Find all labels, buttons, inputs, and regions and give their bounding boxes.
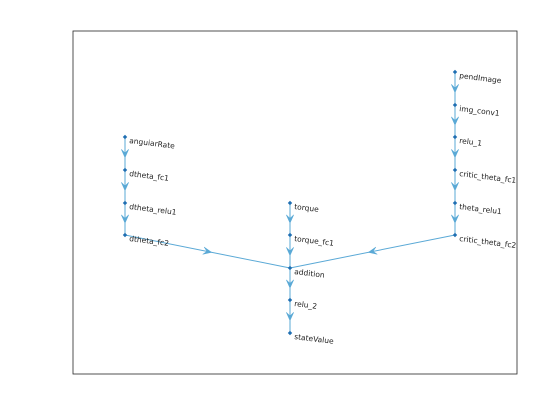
node-pendImage — [452, 69, 458, 75]
node-dtheta_fc2 — [122, 232, 128, 238]
arrowhead-theta_relu1-to-critic_theta_fc2 — [451, 214, 459, 224]
node-relu_2 — [287, 297, 293, 303]
arrowhead-critic_theta_fc1-to-theta_relu1 — [451, 182, 459, 191]
node-relu_1 — [452, 134, 458, 140]
arrowhead-torque_fc1-to-addition — [286, 247, 294, 256]
nodes-layer — [122, 69, 458, 336]
node-dtheta_fc1 — [122, 167, 128, 173]
arrowhead-critic_theta_fc2-to-addition — [368, 246, 378, 255]
arrowhead-relu_2-to-stateValue — [286, 312, 294, 321]
arrowhead-dtheta_fc2-to-addition — [202, 246, 212, 255]
arrowhead-relu_1-to-critic_theta_fc1 — [451, 149, 459, 158]
arrowhead-pendImage-to-img_conv1 — [451, 84, 459, 93]
node-label-relu_2: relu_2 — [294, 299, 318, 311]
node-theta_relu1 — [452, 200, 458, 206]
node-label-torque: torque — [294, 202, 320, 214]
axes-frame — [72, 30, 518, 375]
node-critic_theta_fc2 — [452, 232, 458, 238]
node-img_conv1 — [452, 102, 458, 108]
node-dtheta_relu1 — [122, 200, 128, 206]
node-angularRate — [122, 134, 128, 140]
arrowhead-addition-to-relu_2 — [286, 279, 294, 289]
arrowhead-angularRate-to-dtheta_fc1 — [121, 149, 129, 158]
arrowhead-img_conv1-to-relu_1 — [451, 116, 459, 126]
arrowhead-torque-to-torque_fc1 — [286, 214, 294, 224]
node-torque_fc1 — [287, 232, 293, 238]
arrowhead-dtheta_fc1-to-dtheta_relu1 — [121, 182, 129, 191]
node-addition — [287, 265, 293, 271]
edges-layer — [121, 72, 459, 333]
node-stateValue — [287, 330, 293, 336]
node-label-addition: addition — [294, 267, 326, 280]
node-label-relu_1: relu_1 — [459, 136, 483, 148]
arrowhead-dtheta_relu1-to-dtheta_fc2 — [121, 214, 129, 224]
node-torque — [287, 200, 293, 206]
node-critic_theta_fc1 — [452, 167, 458, 173]
